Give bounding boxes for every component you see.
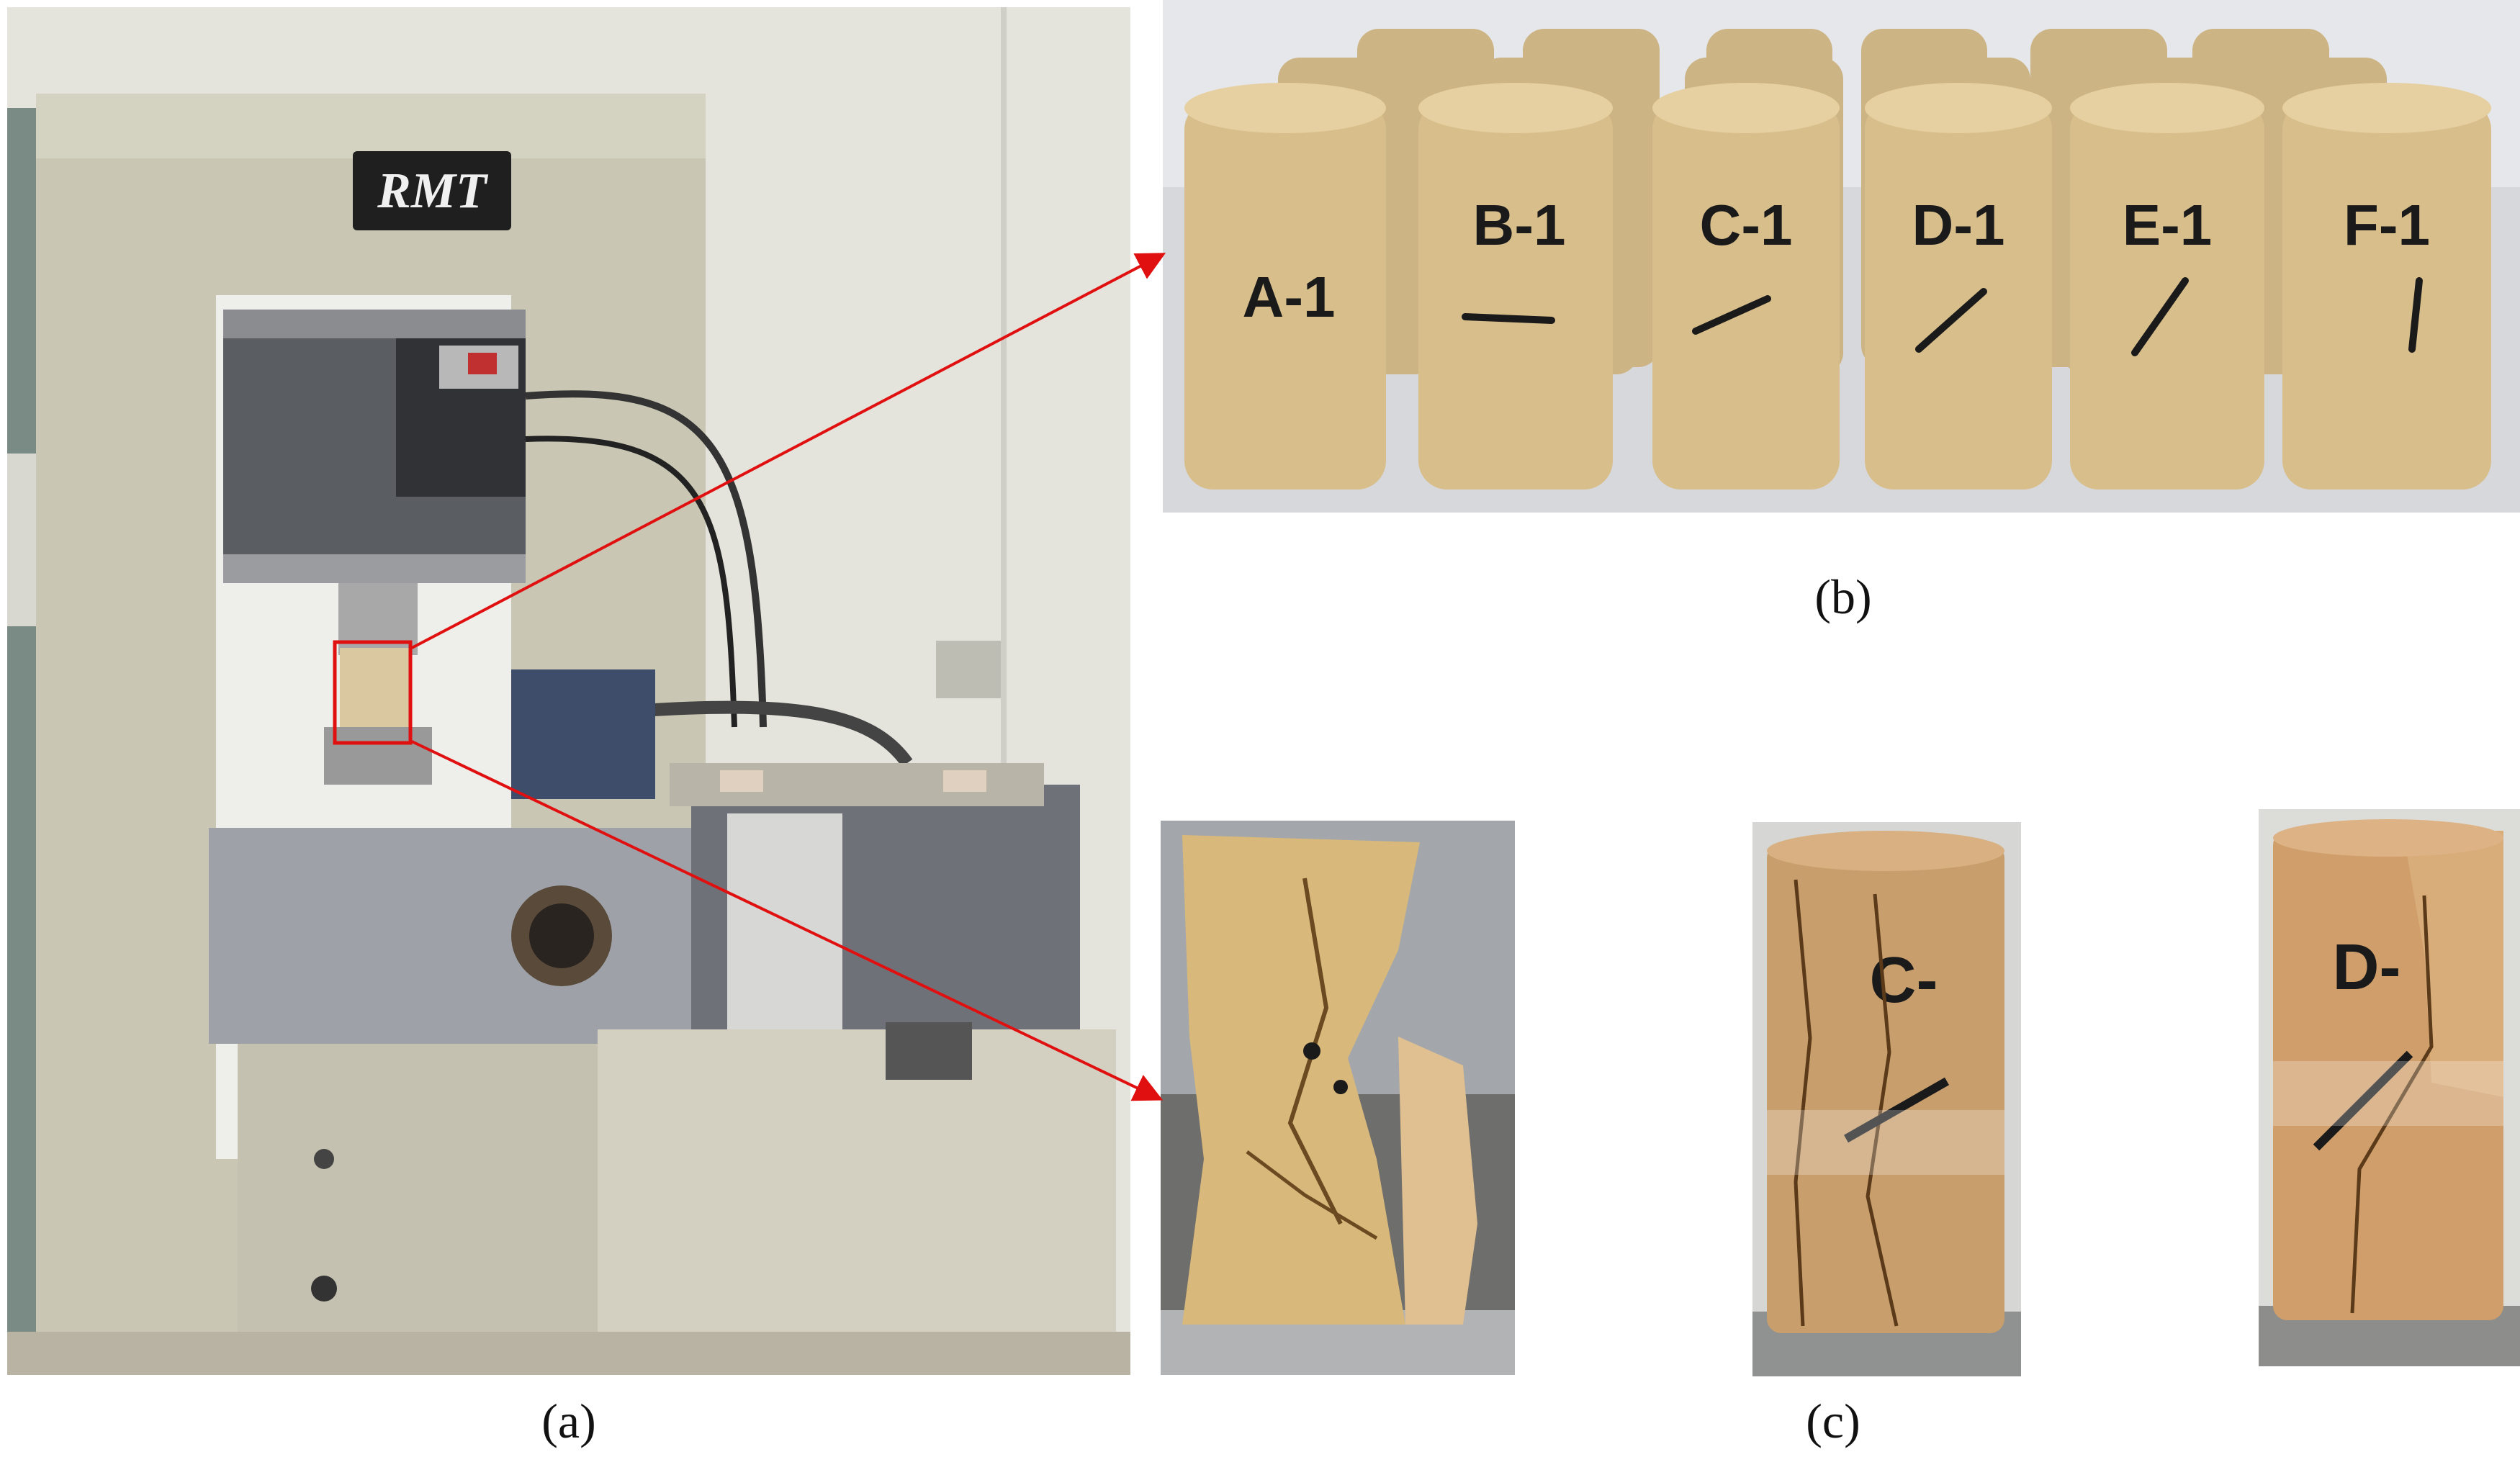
caption-b: (b) xyxy=(1814,569,1872,624)
specimen-label-a1: A-1 xyxy=(1243,265,1336,329)
rmt-machine-photo: RMT xyxy=(7,7,1130,1375)
failed-specimen-a-photo xyxy=(1161,821,1515,1375)
specimen-label-d: D- xyxy=(2333,932,2401,1003)
specimen-label-c1: C-1 xyxy=(1700,193,1793,257)
specimen-label-d1: D-1 xyxy=(1912,193,2005,257)
failed-specimen-d-photo: D- xyxy=(2259,809,2520,1366)
specimen-label-e1: E-1 xyxy=(2123,193,2213,257)
specimen-label-f1: F-1 xyxy=(2344,193,2430,257)
specimen-label-b1: B-1 xyxy=(1473,193,1566,257)
flaw-marks xyxy=(1462,277,2423,356)
failed-specimen-c-photo: C- xyxy=(1752,822,2021,1376)
caption-a: (a) xyxy=(541,1394,596,1448)
caption-c: (c) xyxy=(1806,1394,1860,1448)
intact-specimens-photo: A-1 B-1 C-1 D-1 E-1 F-1 xyxy=(1163,0,2520,513)
machine-logo-text: RMT xyxy=(377,163,489,219)
